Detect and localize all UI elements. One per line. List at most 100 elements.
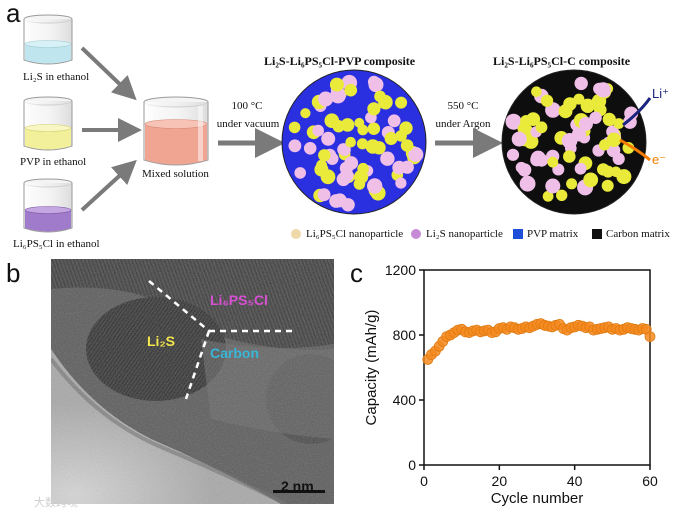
beaker-li2s (23, 14, 73, 65)
li2s-particle (380, 151, 395, 166)
li2s-particle (574, 76, 588, 91)
x-tick-label: 60 (642, 473, 658, 489)
li2s-particle (506, 148, 520, 161)
li6ps5cl-particle (580, 98, 595, 114)
li2s-particle (517, 163, 532, 177)
legend-label-li6ps5cl: Li₆PS₅Cl nanoparticle (306, 228, 404, 240)
li6ps5cl-particle (329, 77, 344, 92)
li2s-particle (408, 147, 424, 162)
li6ps5cl-particle (602, 112, 616, 126)
data-point (644, 331, 656, 342)
watermark: 大数跨境 (34, 496, 78, 509)
li2s-particle (341, 198, 355, 212)
composite1-title: Li₂S-Li₆PS₅Cl-PVP composite (264, 54, 416, 68)
li2s-particle (589, 111, 602, 125)
beaker-label-pvp: PVP in ethanol (20, 156, 87, 168)
mixed-label: Mixed solution (142, 168, 209, 180)
li6ps5cl-particle (535, 121, 548, 134)
li6ps5cl-particle (606, 132, 622, 147)
li2s-particle (530, 150, 546, 166)
li6ps5cl-particle (531, 86, 542, 97)
electron-arrow (619, 138, 651, 162)
legend-label-pvp: PVP matrix (527, 228, 579, 240)
tem-image-svg (51, 259, 334, 504)
tem-label-li2s-text: Li₂S (147, 333, 175, 349)
li2s-particle (344, 156, 359, 170)
li6ps5cl-particle (288, 121, 301, 134)
step1-condition: under vacuum (216, 118, 280, 130)
beaker-pvp (23, 96, 73, 151)
li6ps5cl-particle (395, 96, 408, 109)
li2s-particle (574, 162, 587, 175)
legend-marker-pvp (513, 229, 523, 239)
li2s-particle (317, 188, 331, 202)
li2s-particle (395, 177, 407, 189)
li6ps5cl-particle (357, 124, 369, 136)
li6ps5cl-particle (542, 190, 554, 202)
li6ps5cl-particle (367, 122, 381, 135)
li-ion-arrow (622, 97, 652, 127)
li6ps5cl-particle (400, 139, 414, 152)
li2s-particle (519, 175, 536, 192)
li2s-particle (387, 114, 401, 128)
legend-marker-carbon (592, 229, 602, 239)
li2s-particle (338, 143, 351, 156)
li6ps5cl-particle (556, 189, 568, 201)
li2s-particle (288, 139, 302, 153)
beaker-label-li6ps5cl: Li₆PS₅Cl in ethanol (13, 238, 100, 250)
li2s-particle (340, 168, 354, 183)
li-plus-label: Li⁺ (652, 86, 669, 101)
y-tick-label: 0 (408, 457, 416, 473)
li6ps5cl-particle (547, 156, 559, 168)
composite-carbon-circle (501, 69, 647, 215)
li6ps5cl-particle (563, 150, 576, 163)
li6ps5cl-particle (520, 115, 533, 128)
li2s-particle (303, 142, 317, 155)
arrows-to-mix (80, 46, 142, 212)
e-minus-label: e⁻ (652, 152, 667, 167)
tem-label-li2s: Li₂S (147, 333, 175, 349)
grain-boundaries (148, 280, 296, 400)
legend-marker-li6ps5cl (291, 229, 301, 239)
li6ps5cl-particle (365, 139, 380, 154)
li2s-particle (505, 113, 522, 130)
li2s-particle (367, 75, 381, 88)
x-tick-label: 40 (567, 473, 583, 489)
li6ps5cl-particle (395, 130, 407, 142)
legend-label-carbon: Carbon matrix (606, 228, 670, 240)
panel-b-letter: b (6, 258, 21, 288)
chart-points (422, 318, 656, 365)
step2-temperature: 550 °C (447, 100, 479, 112)
y-axis-label: Capacity (mAh/g) (363, 310, 380, 426)
li6ps5cl-particle (583, 172, 599, 188)
li2s-particle (579, 116, 593, 131)
legend-label-li2s: Li₂S nanoparticle (426, 228, 503, 240)
li6ps5cl-particle (318, 149, 331, 162)
panel-a-letter: a (6, 0, 21, 28)
tem-image (51, 259, 334, 504)
plot-frame (423, 269, 651, 466)
li2s-particle (511, 131, 527, 147)
li2s-particle (318, 91, 334, 107)
li2s-particle (367, 178, 383, 194)
panel-a-diagram (23, 14, 652, 239)
x-tick-label: 20 (492, 473, 508, 489)
li2s-particle (321, 131, 336, 146)
beaker-mixed (143, 96, 209, 166)
li6ps5cl-particle (332, 120, 345, 133)
y-tick-label: 400 (393, 392, 417, 408)
step2-condition: under Argon (435, 118, 491, 130)
x-tick-label: 0 (420, 473, 428, 489)
x-axis-label: Cycle number (491, 490, 584, 507)
scale-bar-label: 2 nm (281, 478, 314, 494)
li6ps5cl-particle (316, 159, 328, 171)
li6ps5cl-particle (345, 136, 357, 148)
composite2-title: Li₂S-Li₆PS₅Cl-C composite (493, 54, 631, 68)
li6ps5cl-particle (384, 132, 398, 145)
tem-label-carbon: Carbon (210, 345, 259, 361)
li2s-particle (392, 160, 407, 175)
scale-bar (273, 490, 325, 493)
